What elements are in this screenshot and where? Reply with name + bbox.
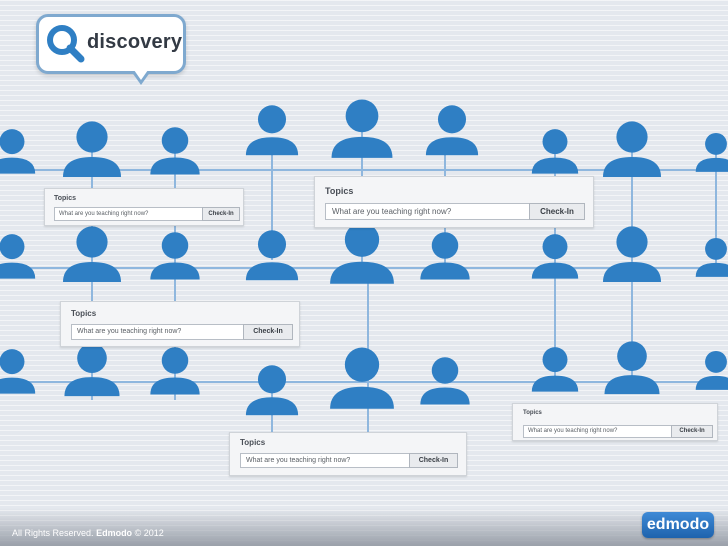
- teaching-input-placeholder: What are you teaching right now?: [528, 428, 618, 434]
- user-avatar-icon: [63, 121, 121, 177]
- teaching-input-placeholder: What are you teaching right now?: [246, 457, 351, 464]
- topics-panel: Topics What are you teaching right now? …: [229, 432, 467, 476]
- user-avatar-icon: [695, 237, 728, 277]
- check-in-button[interactable]: Check-In: [202, 207, 240, 221]
- discovery-logo-text: discovery: [87, 31, 183, 53]
- user-avatar-icon: [604, 341, 660, 395]
- user-avatar-icon: [0, 234, 36, 279]
- copyright-year: © 2012: [134, 528, 164, 538]
- topics-panel: Topics What are you teaching right now? …: [44, 188, 244, 226]
- teaching-input[interactable]: What are you teaching right now?: [240, 453, 458, 468]
- user-avatar-icon: [603, 121, 661, 177]
- user-avatar-icon: [245, 105, 299, 156]
- topics-panel: Topics What are you teaching right now? …: [60, 301, 300, 347]
- check-in-button[interactable]: Check-In: [529, 203, 585, 220]
- user-avatar-icon: [420, 232, 470, 280]
- teaching-input[interactable]: What are you teaching right now?: [523, 425, 713, 438]
- user-avatar-icon: [63, 226, 121, 282]
- user-avatar-icon: [245, 230, 299, 281]
- topics-label: Topics: [240, 438, 266, 447]
- check-in-button[interactable]: Check-In: [671, 425, 713, 438]
- topics-panel: Topics What are you teaching right now? …: [512, 403, 718, 441]
- user-avatar-icon: [245, 365, 299, 416]
- user-avatar-icon: [0, 129, 36, 174]
- user-avatar-icon: [603, 226, 661, 282]
- user-avatar-icon: [64, 343, 120, 397]
- check-in-button[interactable]: Check-In: [243, 324, 293, 340]
- edmodo-logo-badge: edmodo: [642, 512, 714, 538]
- user-avatar-icon: [150, 347, 200, 395]
- user-avatar-icon: [150, 127, 200, 175]
- teaching-input-placeholder: What are you teaching right now?: [59, 211, 149, 217]
- user-avatar-icon: [425, 105, 479, 156]
- topics-label: Topics: [54, 195, 77, 202]
- footer-bar: [0, 508, 728, 546]
- user-avatar-icon: [695, 350, 728, 390]
- teaching-input-placeholder: What are you teaching right now?: [77, 328, 182, 335]
- copyright-footer: All Rights Reserved. Edmodo © 2012: [12, 528, 164, 538]
- copyright-prefix: All Rights Reserved.: [12, 528, 94, 538]
- bubble-tail-inner: [134, 70, 148, 80]
- user-avatar-icon: [331, 99, 393, 158]
- user-avatar-icon: [531, 347, 579, 392]
- topics-label: Topics: [523, 410, 542, 416]
- user-avatar-icon: [330, 222, 394, 284]
- topics-panel: Topics What are you teaching right now? …: [314, 176, 594, 228]
- user-avatar-icon: [150, 232, 200, 280]
- topics-label: Topics: [71, 309, 97, 318]
- user-avatar-icon: [531, 129, 579, 174]
- user-avatar-icon: [420, 357, 470, 405]
- user-avatar-icon: [695, 132, 728, 172]
- user-avatar-icon: [330, 347, 394, 409]
- topics-label: Topics: [325, 186, 354, 196]
- check-in-button[interactable]: Check-In: [409, 453, 458, 468]
- discovery-logo-bubble: discovery: [36, 14, 186, 85]
- magnifier-icon: [47, 25, 85, 63]
- user-avatar-icon: [531, 234, 579, 279]
- teaching-input[interactable]: What are you teaching right now?: [325, 203, 585, 220]
- user-avatar-icon: [0, 349, 36, 394]
- teaching-input-placeholder: What are you teaching right now?: [332, 207, 452, 216]
- copyright-brand: Edmodo: [96, 528, 133, 538]
